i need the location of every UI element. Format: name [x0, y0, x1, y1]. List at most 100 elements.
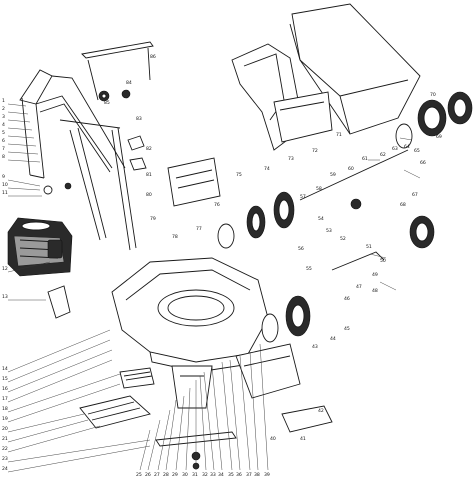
callout-8: 8 — [2, 154, 5, 160]
callout-1: 1 — [2, 98, 5, 104]
callout-18: 18 — [2, 406, 8, 412]
callout-50: 50 — [380, 258, 386, 264]
callout-67: 67 — [412, 192, 418, 198]
callout-52: 52 — [340, 236, 346, 242]
callout-2: 2 — [2, 106, 5, 112]
callout-40: 40 — [270, 436, 276, 442]
callout-74: 74 — [264, 166, 270, 172]
rear-axle — [299, 149, 409, 271]
callout-numbers: 1 2 3 4 5 6 7 8 9 10 11 12 13 14 15 16 1… — [2, 54, 442, 478]
callout-86: 86 — [150, 54, 156, 60]
callout-84: 84 — [126, 80, 132, 86]
callout-27: 27 — [154, 472, 160, 478]
callout-77: 77 — [196, 226, 202, 232]
callout-34: 34 — [218, 472, 224, 478]
upper-handle — [19, 69, 126, 179]
callout-82: 82 — [146, 146, 152, 152]
callout-78: 78 — [172, 234, 178, 240]
callout-7: 7 — [2, 146, 5, 152]
callout-33: 33 — [210, 472, 216, 478]
callout-62: 62 — [380, 152, 386, 158]
callout-31: 31 — [192, 472, 198, 478]
callout-68: 68 — [400, 202, 406, 208]
callout-14: 14 — [2, 366, 8, 372]
callout-12: 12 — [2, 266, 8, 272]
callout-24: 24 — [2, 466, 8, 472]
callout-46: 46 — [344, 296, 350, 302]
callout-45: 45 — [344, 326, 350, 332]
front-bumper — [281, 405, 333, 433]
callout-5: 5 — [2, 130, 5, 136]
callout-10: 10 — [2, 182, 8, 188]
callout-23: 23 — [2, 456, 8, 462]
callout-80: 80 — [146, 192, 152, 198]
callout-6: 6 — [2, 138, 5, 144]
callout-15: 15 — [2, 376, 8, 382]
callout-25: 25 — [136, 472, 142, 478]
callout-60: 60 — [348, 166, 354, 172]
callout-17: 17 — [2, 396, 8, 402]
callout-70: 70 — [430, 92, 436, 98]
callout-76: 76 — [214, 202, 220, 208]
callout-66: 66 — [420, 160, 426, 166]
callout-43: 43 — [312, 344, 318, 350]
callout-38: 38 — [254, 472, 260, 478]
callout-3: 3 — [2, 114, 5, 120]
callout-41: 41 — [300, 436, 306, 442]
callout-81: 81 — [146, 172, 152, 178]
callout-54: 54 — [318, 216, 324, 222]
callout-19: 19 — [2, 416, 8, 422]
callout-59: 59 — [330, 172, 336, 178]
callout-16: 16 — [2, 386, 8, 392]
callout-61: 61 — [362, 156, 368, 162]
callout-63: 63 — [392, 146, 398, 152]
callout-53: 53 — [326, 228, 332, 234]
rear-flap — [167, 157, 221, 207]
callout-39: 39 — [264, 472, 270, 478]
callout-56: 56 — [298, 246, 304, 252]
callout-83: 83 — [136, 116, 142, 122]
callout-4: 4 — [2, 122, 5, 128]
callout-79: 79 — [150, 216, 156, 222]
air-filter — [119, 367, 155, 389]
callout-47: 47 — [356, 284, 362, 290]
callout-32: 32 — [202, 472, 208, 478]
handle-knobs — [43, 89, 147, 195]
side-deflector — [79, 395, 151, 429]
callout-30: 30 — [182, 472, 188, 478]
callout-28: 28 — [163, 472, 169, 478]
mower-deck — [111, 257, 269, 373]
callout-22: 22 — [2, 446, 8, 452]
callout-35: 35 — [228, 472, 234, 478]
grass-bag — [289, 3, 421, 135]
wheel-mid-left — [217, 191, 295, 249]
wheel-large-top — [395, 91, 473, 149]
lower-handle — [59, 119, 137, 251]
callout-71: 71 — [336, 132, 342, 138]
wheel-lower — [261, 295, 311, 343]
grass-catcher-handle-box — [47, 285, 71, 319]
callout-85: 85 — [104, 100, 110, 106]
callout-64: 64 — [404, 144, 410, 150]
callout-9: 9 — [2, 174, 5, 180]
handle-crossbar — [81, 41, 154, 101]
callout-72: 72 — [312, 148, 318, 154]
callout-26: 26 — [145, 472, 151, 478]
callout-58: 58 — [316, 186, 322, 192]
callout-11: 11 — [2, 190, 8, 196]
callout-13: 13 — [2, 294, 8, 300]
callout-48: 48 — [372, 288, 378, 294]
callout-29: 29 — [172, 472, 178, 478]
callout-65: 65 — [414, 148, 420, 154]
wheel-large-right — [409, 215, 435, 249]
callout-73: 73 — [288, 156, 294, 162]
callout-75: 75 — [236, 172, 242, 178]
blade-adapter — [171, 365, 213, 409]
callout-44: 44 — [330, 336, 336, 342]
callout-21: 21 — [2, 436, 8, 442]
engine — [7, 217, 73, 277]
callout-55: 55 — [306, 266, 312, 272]
callout-51: 51 — [366, 244, 372, 250]
callout-42: 42 — [318, 408, 324, 414]
